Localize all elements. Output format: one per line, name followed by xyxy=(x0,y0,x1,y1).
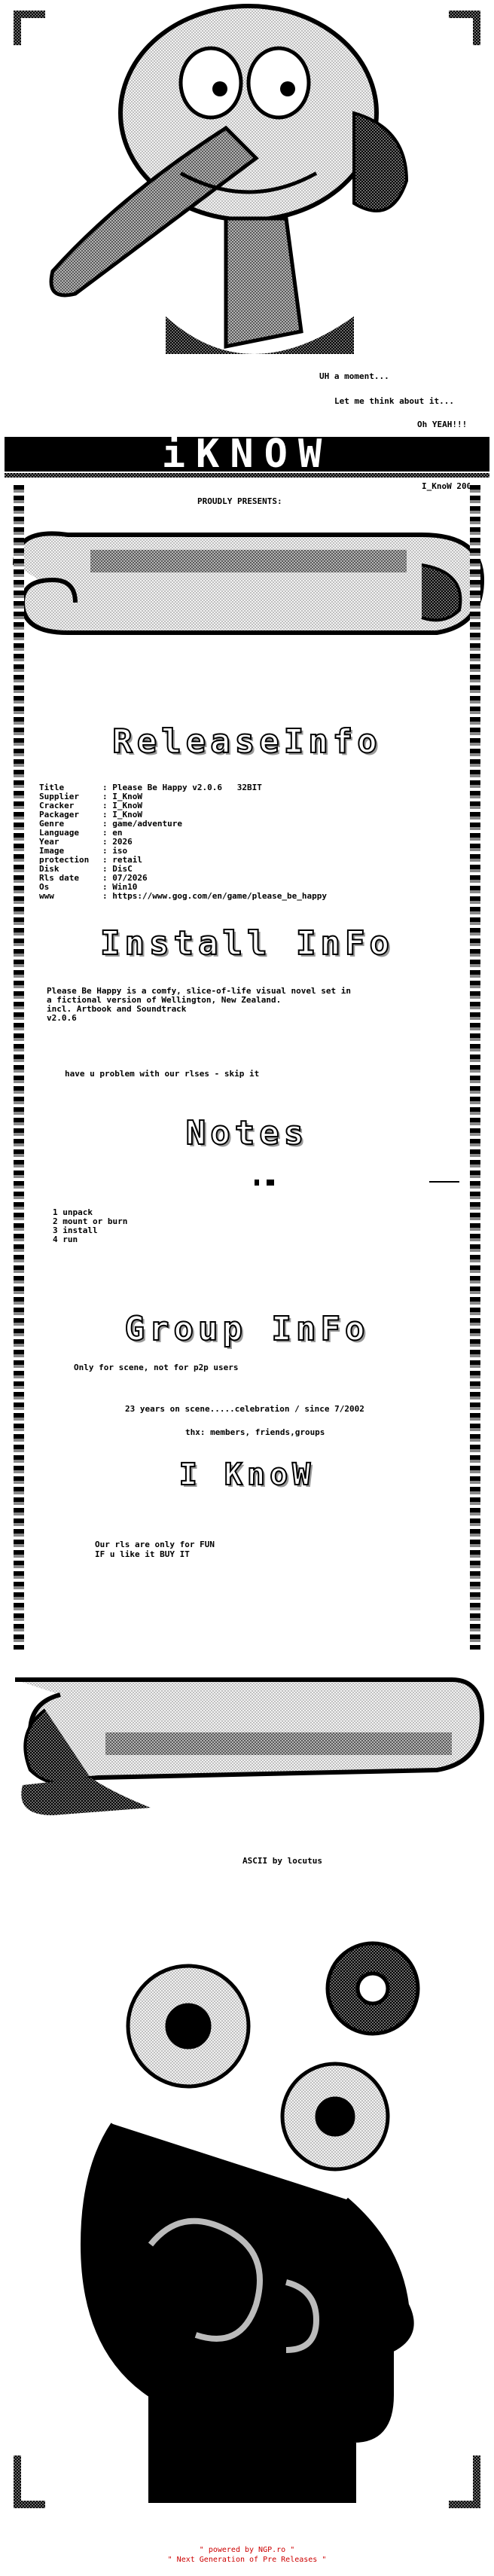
gear-icon xyxy=(126,1941,420,2172)
scroll-border-left xyxy=(14,482,24,1650)
release-info-value: : game/adventure xyxy=(102,819,182,829)
proudly-presents: PROUDLY PRESENTS: xyxy=(197,496,282,506)
install-description-line: a fictional version of Wellington, New Z… xyxy=(47,995,282,1005)
release-info-row: Image : iso xyxy=(39,847,127,856)
release-info-key: Image xyxy=(39,846,65,856)
iknow-logo: iKNOW xyxy=(0,432,494,482)
notes-step: 2 mount or burn xyxy=(53,1216,128,1226)
release-info-key: protection xyxy=(39,855,90,865)
release-info-value: : Win10 xyxy=(102,882,138,892)
release-info-row: Disk : DisC xyxy=(39,865,133,874)
section-title-group-info: Group InFo xyxy=(124,1310,370,1349)
notes-divider-marks xyxy=(249,1178,474,1187)
release-info-value: : 2026 xyxy=(102,837,133,847)
release-info-row: Title : Please Be Happy v2.0.6 32BIT xyxy=(39,783,262,792)
release-info-value: : iso xyxy=(102,846,128,856)
release-info-row: protection : retail xyxy=(39,856,142,865)
release-info-key: Packager xyxy=(39,810,79,819)
release-info-key: Title xyxy=(39,783,65,792)
install-description-line: v2.0.6 xyxy=(47,1013,77,1023)
caption-uh-a-moment: UH a moment... xyxy=(319,371,389,381)
release-info-key: Os xyxy=(39,882,50,892)
release-info-value: : Please Be Happy v2.0.6 32BIT xyxy=(102,783,262,792)
section-title-release-info: ReleaseInfo xyxy=(111,722,382,762)
next-generation-line: " Next Generation of Pre Releases " xyxy=(167,2556,327,2564)
release-info-row: Year : 2026 xyxy=(39,838,133,847)
install-description-line: Please Be Happy is a comfy, slice-of-lif… xyxy=(47,986,351,996)
notes-step: 3 install xyxy=(53,1225,98,1235)
scroll-bottom-art xyxy=(0,1650,494,1823)
release-info-key: Cracker xyxy=(39,801,75,810)
head-gears-art xyxy=(0,1928,494,2531)
release-info-row: Rls date : 07/2026 xyxy=(39,874,148,883)
cartoon-character-art xyxy=(0,0,494,392)
release-info-value: : en xyxy=(102,828,123,838)
group-info-line-3: thx: members, friends,groups xyxy=(185,1427,325,1437)
release-info-row: Os : Win10 xyxy=(39,883,137,892)
ascii-credit: ASCII by locutus xyxy=(242,1856,322,1866)
release-info-value: : DisC xyxy=(102,864,133,874)
release-info-key: Supplier xyxy=(39,792,79,801)
group-info-line-2: 23 years on scene.....celebration / sinc… xyxy=(125,1404,364,1414)
release-info-row: Packager : I_KnoW xyxy=(39,810,142,819)
release-info-value: : I_KnoW xyxy=(102,792,142,801)
release-info-row: www : https://www.gog.com/en/game/please_… xyxy=(39,892,327,901)
logo-tagline: I_KnoW 2002 xyxy=(422,481,477,491)
outro-line-2: IF u like it BUY IT xyxy=(95,1549,190,1559)
caption-oh-yeah: Oh YEAH!!! xyxy=(417,420,468,429)
release-info-value: : 07/2026 xyxy=(102,873,148,883)
install-description-line: incl. Artbook and Soundtrack xyxy=(47,1004,187,1014)
notes-step: 1 unpack xyxy=(53,1207,93,1217)
release-info-value: : I_KnoW xyxy=(102,810,142,819)
release-info-key: www xyxy=(39,891,54,901)
release-info-row: Cracker : I_KnoW xyxy=(39,801,142,810)
release-info-value: : I_KnoW xyxy=(102,801,142,810)
skip-note: have u problem with our rlses - skip it xyxy=(65,1069,260,1079)
release-info-value: : retail xyxy=(102,855,142,865)
group-info-line-1: Only for scene, not for p2p users xyxy=(74,1363,239,1372)
release-info-row: Genre : game/adventure xyxy=(39,819,182,829)
release-info-key: Rls date xyxy=(39,873,79,883)
release-info-value: : https://www.gog.com/en/game/please_be_… xyxy=(102,891,328,901)
powered-by-line: " powered by NGP.ro " xyxy=(199,2546,295,2554)
release-info-row: Language : en xyxy=(39,829,123,838)
scroll-top-art xyxy=(0,520,494,670)
release-info-key: Year xyxy=(39,837,59,847)
outro-line-1: Our rls are only for FUN xyxy=(95,1540,215,1549)
section-title-notes: Notes xyxy=(185,1114,309,1153)
scroll-border-right xyxy=(470,482,480,1650)
notes-step: 4 run xyxy=(53,1235,78,1244)
release-info-key: Genre xyxy=(39,819,65,829)
caption-let-me-think: Let me think about it... xyxy=(334,396,454,406)
release-info-key: Disk xyxy=(39,864,59,874)
iknow-logo-text: iKNOW xyxy=(162,435,333,477)
release-info-key: Language xyxy=(39,828,79,838)
section-title-install-info: Install InFo xyxy=(99,924,394,963)
section-title-i-know: I KnoW xyxy=(178,1457,316,1493)
release-info-row: Supplier : I_KnoW xyxy=(39,792,142,801)
